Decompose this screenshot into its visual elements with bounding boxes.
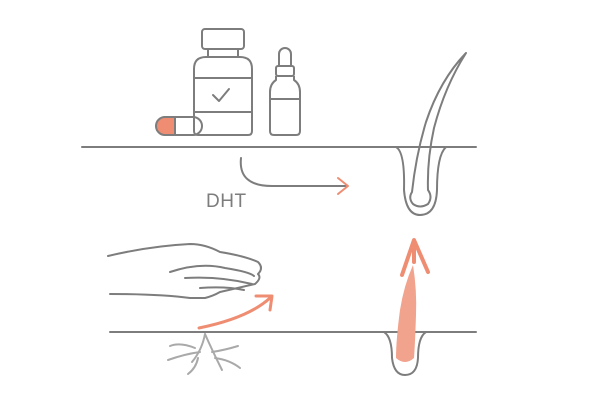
dht-label: DHT	[206, 191, 247, 212]
pill-bottle-icon	[193, 28, 253, 136]
growing-hair-follicle-icon	[383, 238, 430, 376]
capsule-icon	[155, 116, 203, 136]
roots-icon	[167, 333, 241, 375]
hair-follicle-icon	[395, 52, 467, 216]
checkmark-icon	[212, 88, 230, 102]
hand-icon	[107, 243, 262, 299]
dht-arrow-icon	[239, 157, 349, 195]
dropper-bottle-icon	[269, 47, 301, 136]
accent-arrow-icon	[197, 294, 274, 330]
